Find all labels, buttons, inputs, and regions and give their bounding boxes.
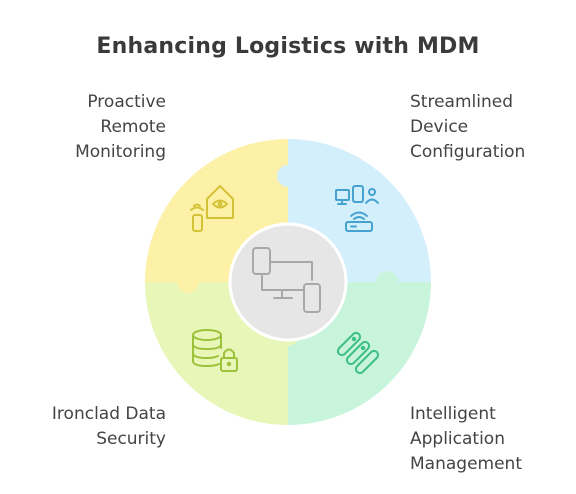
- connected-devices-icon: [252, 247, 321, 313]
- label-line: Application: [410, 429, 505, 449]
- label-line: Management: [410, 454, 522, 474]
- label-ironclad-data-security: Ironclad Data Security: [10, 402, 166, 452]
- device-network-config-icon: [335, 185, 379, 232]
- label-line: Intelligent: [410, 404, 496, 424]
- label-line: Monitoring: [75, 142, 166, 162]
- diagram-title: Enhancing Logistics with MDM: [96, 34, 480, 59]
- smart-home-monitoring-icon: [190, 185, 234, 232]
- label-line: Streamlined: [410, 92, 513, 112]
- database-lock-icon: [192, 329, 238, 372]
- label-line: Ironclad Data: [51, 404, 166, 424]
- label-line: Configuration: [410, 142, 526, 162]
- label-streamlined-device-configuration: Streamlined Device Configuration: [410, 90, 570, 165]
- label-proactive-remote-monitoring: Proactive Remote Monitoring: [20, 90, 166, 165]
- label-line: Security: [96, 429, 166, 449]
- center-circle: [228, 222, 348, 342]
- label-intelligent-application-management: Intelligent Application Management: [410, 402, 570, 477]
- app-management-icon: [336, 331, 380, 375]
- label-line: Remote: [100, 117, 166, 137]
- label-line: Proactive: [87, 92, 166, 112]
- label-line: Device: [410, 117, 469, 137]
